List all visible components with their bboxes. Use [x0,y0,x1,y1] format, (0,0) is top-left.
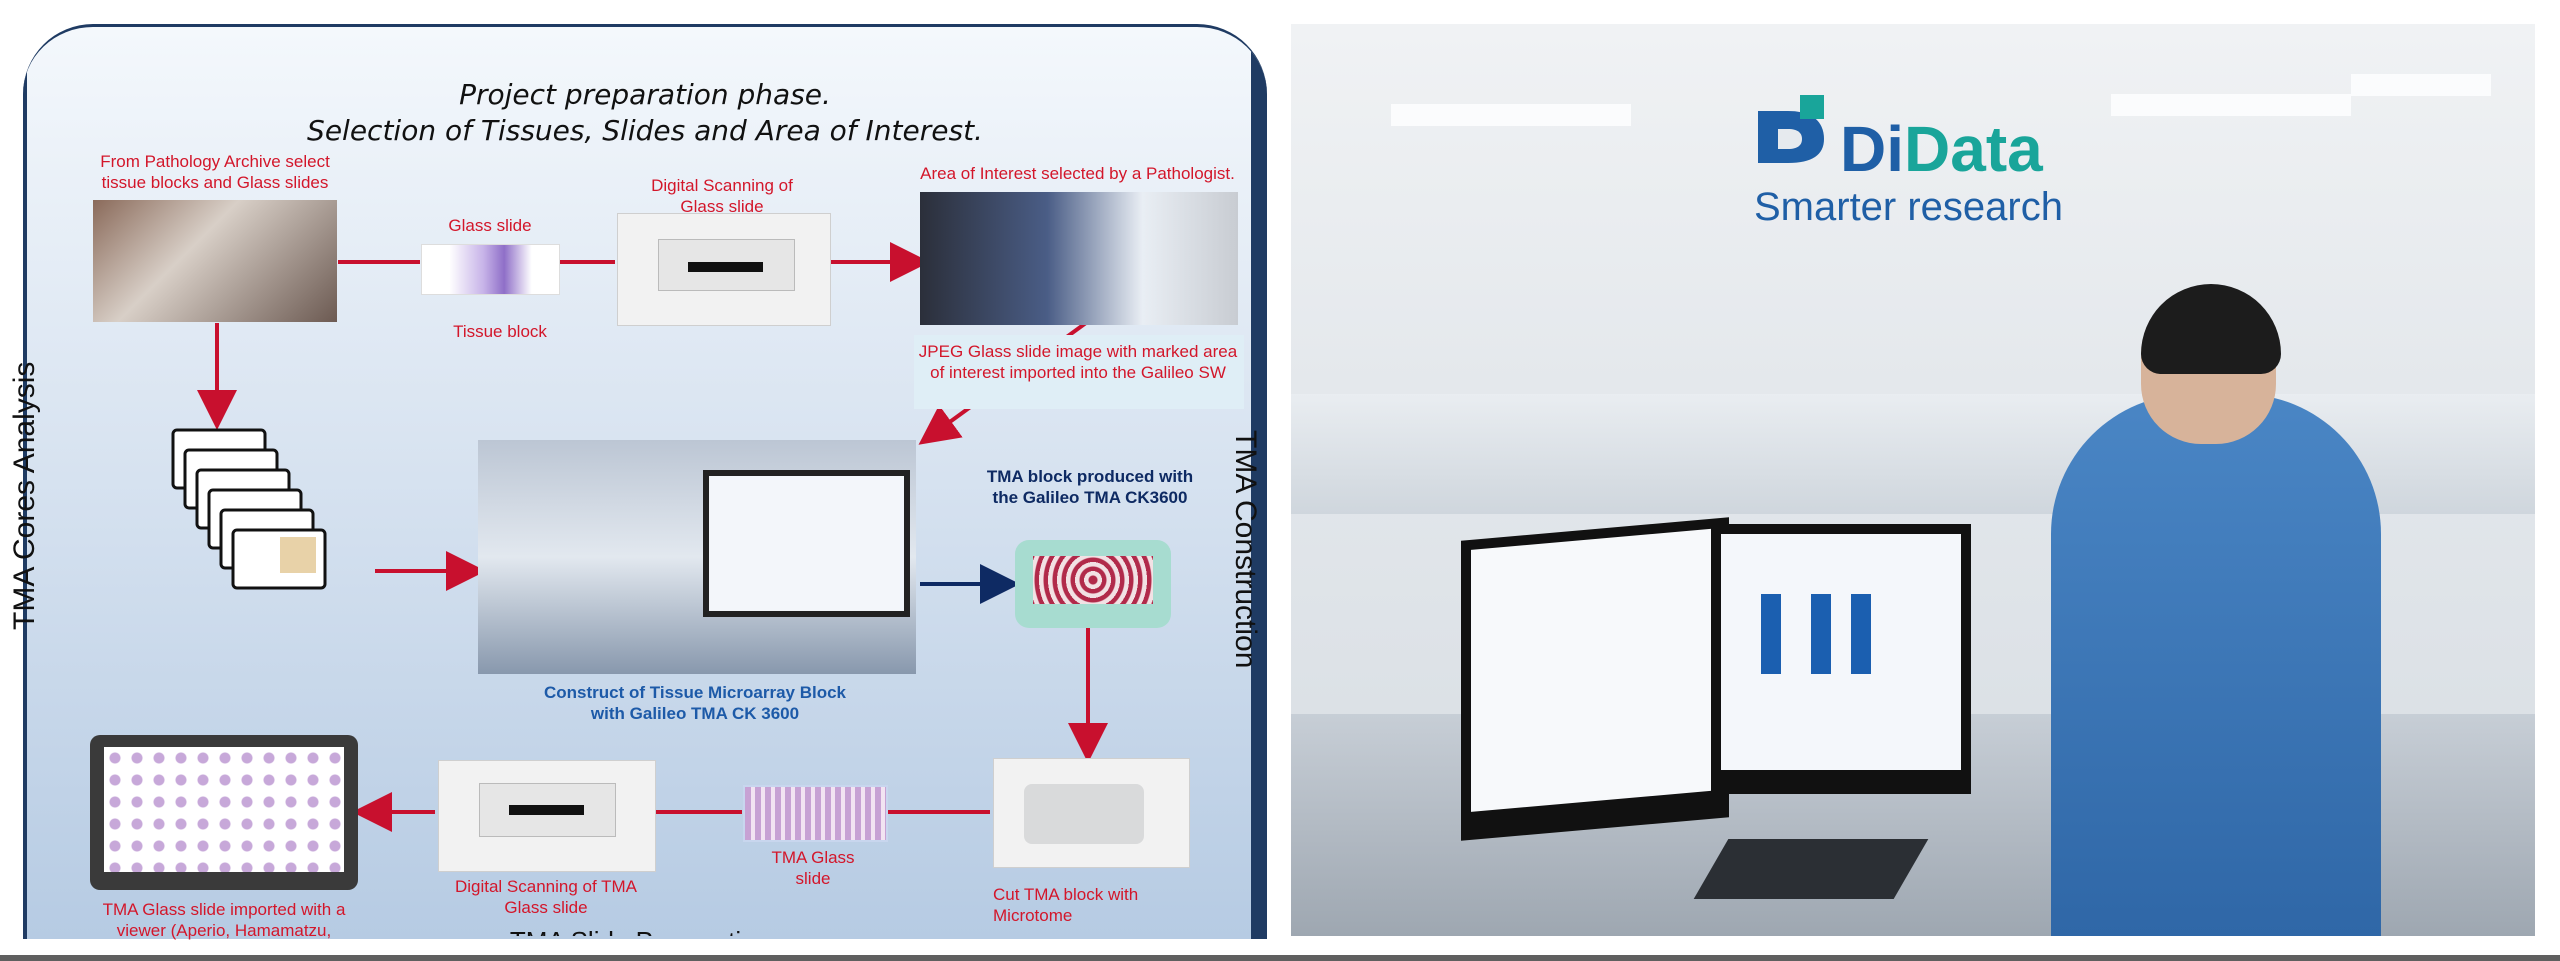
label-jpeg-import: JPEG Glass slide image with marked area … [918,342,1238,382]
label-pathology-archive: From Pathology Archive select tissue blo… [100,152,330,192]
label-tissue-block: Tissue block [453,322,547,341]
label-area-of-interest: Area of Interest selected by a Pathologi… [920,164,1235,183]
bottom-divider [0,955,2560,961]
microtome-photo [993,758,1190,868]
logo-di: Di [1840,113,1904,185]
slide-stack-icon [171,428,327,590]
panel-edge-left [23,27,27,939]
label-cut-tma-block: Cut TMA block with Microtome [993,885,1139,925]
title-line-1: Project preparation phase. [459,78,831,111]
label-digital-scanning: Digital Scanning of Glass slide [651,176,793,216]
monitor-right [1711,524,1971,794]
didata-logo-text: DiData [1840,112,2043,186]
slide-scanner-photo [617,213,831,326]
label-tma-glass-slide: TMA Glass slide [771,848,855,888]
title-line-2: Selection of Tissues, Slides and Area of… [307,114,983,147]
label-tma-imported: TMA Glass slide imported with a viewer (… [102,900,346,940]
label-tma-block-produced: TMA block produced with the Galileo TMA … [986,467,1194,507]
pathology-archive-photo [93,200,337,322]
label-digital-scanning-tma: Digital Scanning of TMA Glass slide [454,877,638,917]
keyboard [1693,839,1929,899]
glass-slide-photo [421,244,560,295]
tma-block-photo [1015,540,1171,628]
tma-viewer-tablet-photo [90,735,358,890]
tma-scanner-photo [438,760,656,872]
pathologist-photo [920,192,1238,325]
tma-glass-slide-photo [743,785,888,842]
jpeg-note-box [914,335,1244,409]
label-bottom-cut-off: TMA Slide Preparation [480,928,800,936]
label-glass-slide: Glass slide [448,216,532,235]
panel-edge-right [1251,27,1267,939]
didata-lab-photo [1291,24,2535,936]
label-construct-tma: Construct of Tissue Microarray Block wit… [544,683,846,723]
didata-logo-icon [1754,93,1832,165]
galileo-tma-machine-photo [478,440,916,674]
tagline: Smarter research [1754,185,2063,229]
monitor-left [1461,517,1729,841]
logo-data: Data [1904,113,2043,185]
scientist-figure [2051,394,2381,936]
